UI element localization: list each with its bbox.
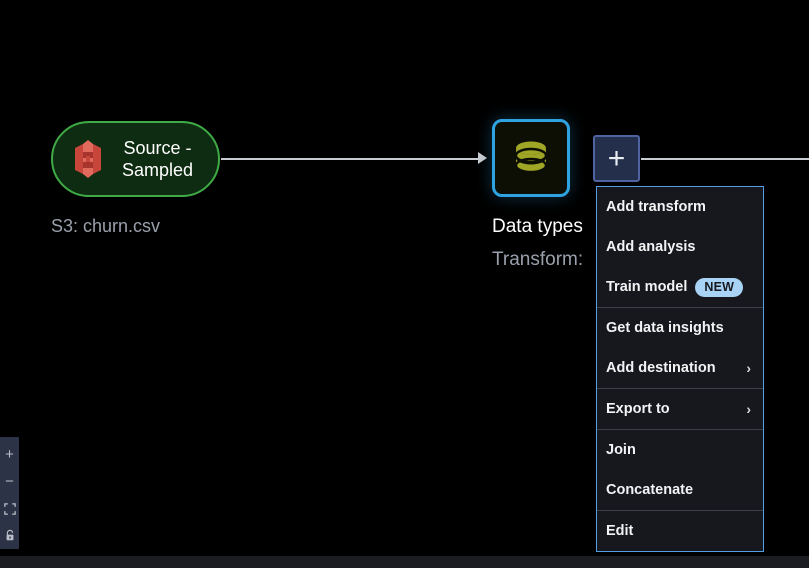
edge-arrowhead-icon [478,152,487,164]
menu-item-label: Add analysis [606,239,696,255]
menu-item-add-analysis[interactable]: Add analysis [597,227,763,267]
plus-icon: + [5,446,14,463]
plus-icon: + [607,141,626,175]
menu-item-add-destination[interactable]: Add destination › [597,348,763,388]
fit-screen-button[interactable] [0,495,19,522]
node-data-types-subtitle: Transform: [492,249,584,270]
node-data-types[interactable] [492,119,570,197]
menu-item-label: Export to [606,401,670,417]
menu-item-label: Add destination [606,360,716,376]
menu-group-2: Export to › [597,388,763,429]
edge-source-to-datatypes [221,158,484,160]
menu-item-train-model[interactable]: Train model NEW [597,267,763,307]
s3-bucket-icon [69,138,107,180]
lock-toggle-button[interactable] [0,522,19,549]
zoom-in-button[interactable]: + [0,441,19,468]
zoom-out-button[interactable]: − [0,468,19,495]
menu-item-label: Concatenate [606,482,694,498]
chevron-right-icon: › [746,401,751,417]
minus-icon: − [5,473,14,490]
edge-datatypes-outgoing [641,158,809,160]
menu-item-concatenate[interactable]: Concatenate [597,470,763,510]
add-step-button[interactable]: + [593,135,640,182]
node-source-label: Source - Sampled [121,138,194,180]
menu-item-label: Train model [606,279,688,295]
menu-item-get-data-insights[interactable]: Get data insights [597,308,763,348]
chevron-right-icon: › [746,360,751,376]
menu-item-label: Get data insights [606,320,724,336]
menu-item-edit[interactable]: Edit [597,511,763,551]
bottom-status-bar [0,556,809,568]
menu-item-label: Add transform [606,199,706,215]
node-data-types-title: Data types [492,216,583,237]
menu-item-label: Join [606,442,636,458]
fit-screen-icon [3,502,16,515]
view-controls-toolbar[interactable]: + − [0,437,19,549]
menu-item-join[interactable]: Join [597,430,763,470]
lock-open-icon [4,529,16,542]
menu-item-label: Edit [606,523,634,539]
node-source-caption: S3: churn.csv [51,216,161,236]
menu-item-export-to[interactable]: Export to › [597,389,763,429]
menu-item-add-transform[interactable]: Add transform [597,187,763,227]
new-badge: NEW [695,277,744,297]
database-stack-icon [509,136,553,180]
node-source-sampled[interactable]: Source - Sampled [51,121,220,197]
menu-group-4: Edit [597,510,763,551]
